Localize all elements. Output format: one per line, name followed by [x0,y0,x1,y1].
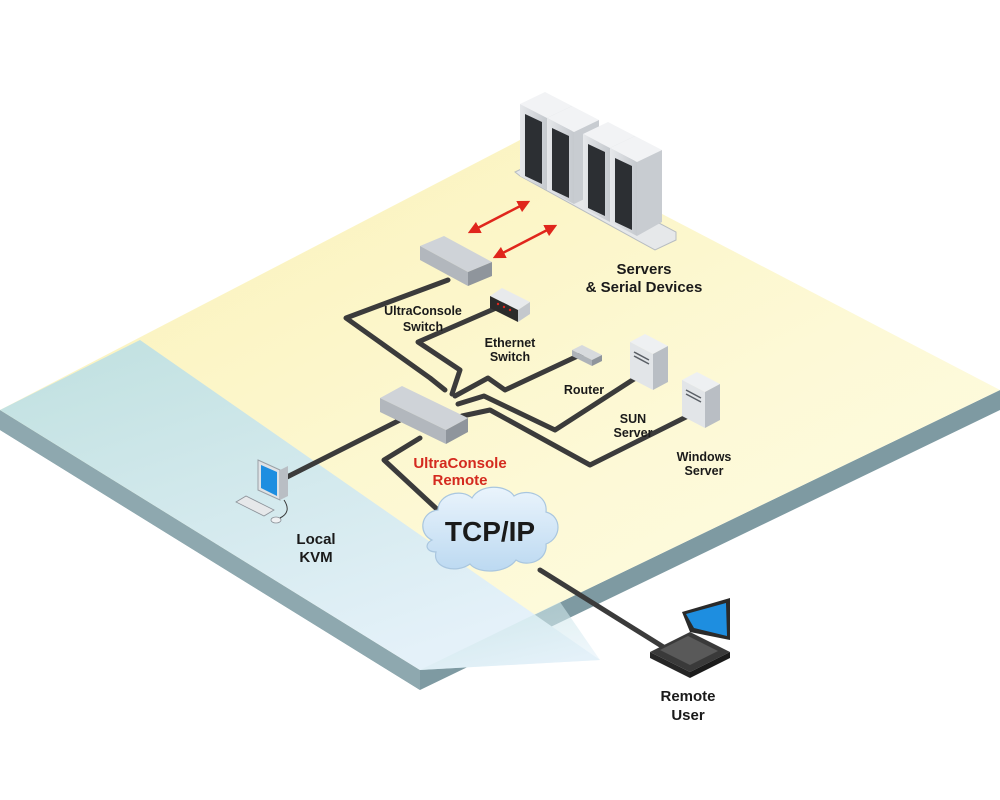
cable-windows-server [459,407,703,468]
platform-edge-left [0,410,420,690]
windows-server-label-line1: Windows [677,450,732,464]
bidirectional-arrow [492,224,558,259]
platform-surface-blue [0,340,600,670]
cables [282,277,703,651]
ultraconsole-remote-label-line1: UltraConsole [413,455,506,472]
cable-ethernet-switch [415,299,513,397]
ultraconsole-switch-device[interactable] [420,236,492,286]
remote-user-label-line2: User [671,707,705,724]
bidirectional-arrow [467,200,531,234]
cable-cloud-to-laptop [537,567,668,651]
ultraconsole-switch-label-line1: UltraConsole [384,304,462,318]
mouse [270,516,282,524]
sun-server-label-line1: SUN [620,412,646,426]
windows-server-label-line2: Server [685,464,724,478]
remote-user-label-line1: Remote [660,688,715,705]
servers-rack-group [514,92,677,251]
ultraconsole-remote-label-line2: Remote [432,472,487,489]
cable-local-kvm [282,417,403,481]
ethernet-switch-label-line2: Switch [490,350,530,364]
labels: Servers & Serial Devices UltraConsole Sw… [296,261,731,724]
ultraconsole-remote-device[interactable] [380,386,468,444]
ethernet-switch-label-line1: Ethernet [485,336,537,350]
windows-server-device[interactable] [682,372,720,428]
local-kvm-label-line1: Local [296,531,335,548]
keyboard [235,495,275,517]
servers-label-line1: Servers [616,261,671,278]
tcpip-cloud [422,486,559,572]
router-device[interactable] [572,345,602,366]
server-rack-1 [525,114,542,184]
local-kvm-device[interactable] [235,459,288,524]
tcpip-label: TCP/IP [445,516,535,547]
cable-remote-to-cloud [381,435,443,515]
cable-router [452,351,585,399]
sun-server-device[interactable] [630,334,668,390]
data-arrows [467,200,558,259]
router-label: Router [564,383,604,397]
server-rack-3 [588,144,605,216]
ethernet-switch-device[interactable] [490,288,530,322]
monitor-screen [261,465,277,496]
cable-ultraconsole-switch [343,277,451,393]
laptop-keyboard [660,636,718,665]
server-rack-2 [552,128,569,198]
cable-sun-server [455,367,651,433]
laptop-screen [686,603,727,636]
server-rack-4 [615,158,632,230]
local-kvm-label-line2: KVM [299,549,332,566]
ultraconsole-switch-label-line2: Switch [403,320,443,334]
remote-laptop-device[interactable] [650,598,730,678]
sun-server-label-line2: Server [614,426,653,440]
servers-label-line2: & Serial Devices [586,279,703,296]
